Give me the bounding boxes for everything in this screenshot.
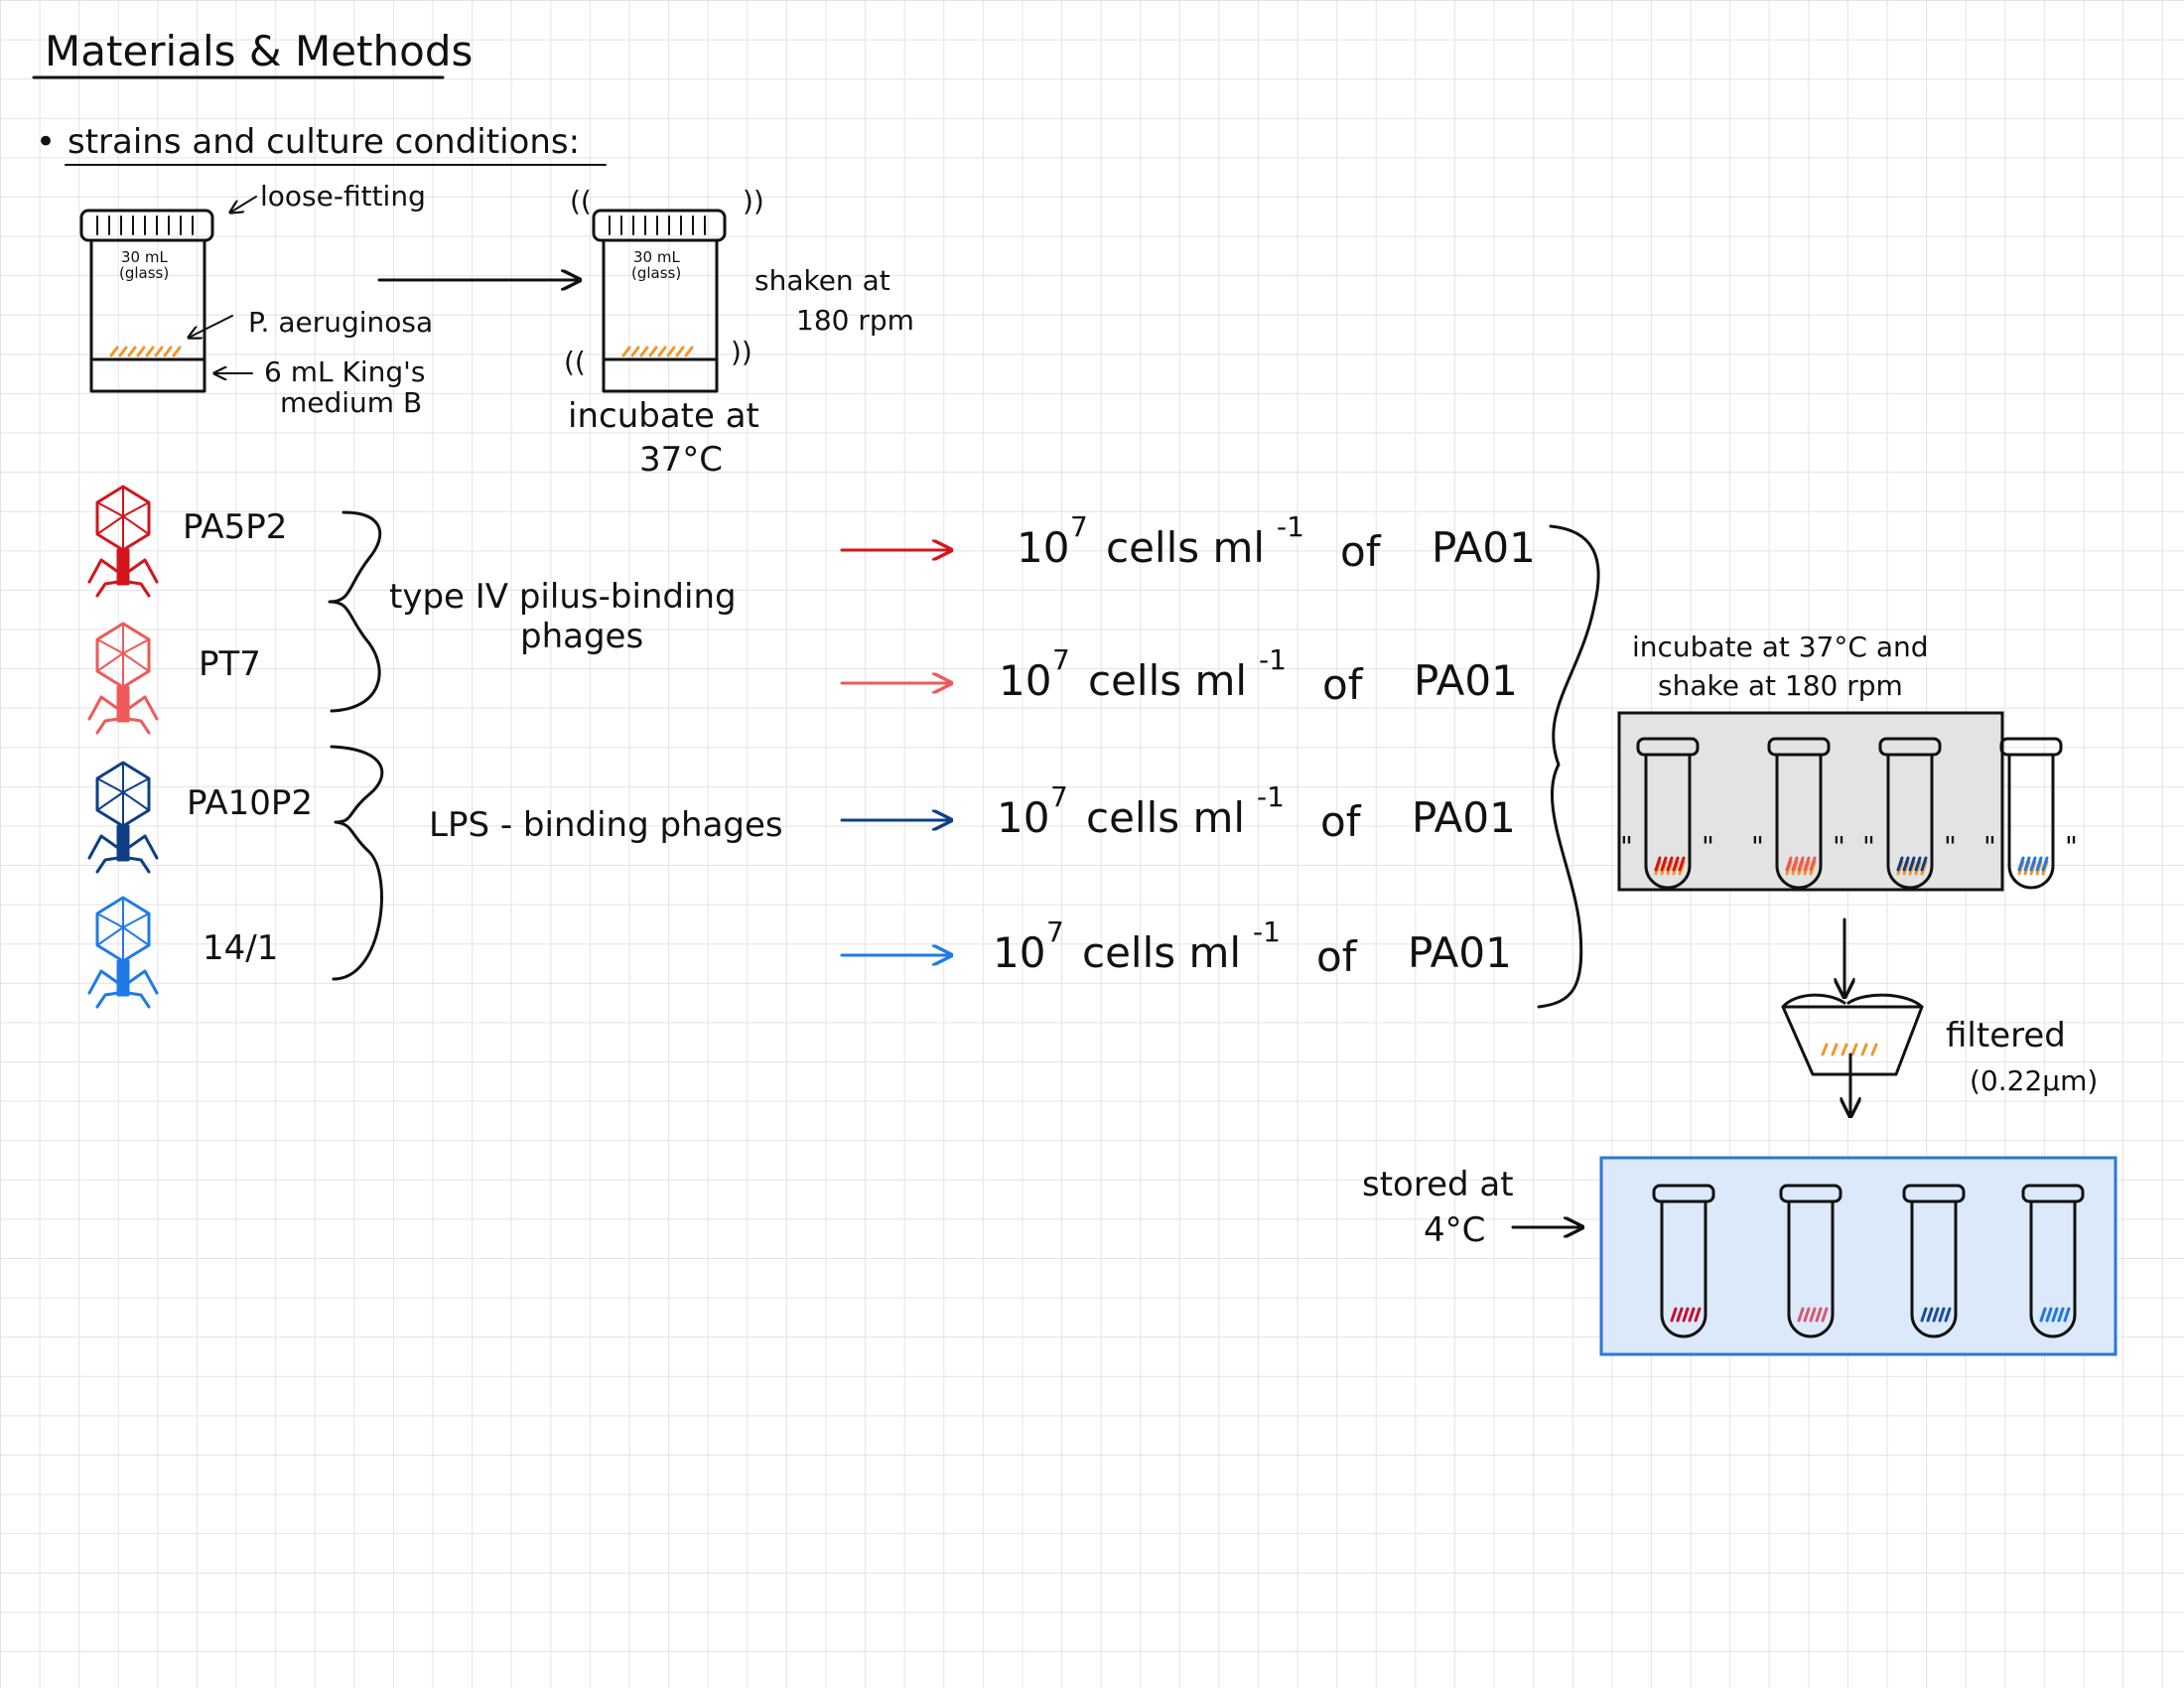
- phage-1: PA5P2: [87, 485, 287, 598]
- strain-label: PA01: [1408, 928, 1512, 977]
- shake-mark-top-left: ((: [570, 185, 592, 217]
- incubate-shake-label-2: shake at 180 rpm: [1658, 669, 1903, 702]
- shake-mark-top-right: )): [743, 185, 764, 217]
- combine-brace: [1537, 524, 1600, 1009]
- shaking-tube-row: " " " " " " " ": [1620, 737, 2078, 890]
- concentration-base: 10: [999, 656, 1051, 705]
- phage-name: 14/1: [203, 928, 278, 968]
- phage-4: 14/1: [87, 896, 278, 1009]
- bacteriophage-icon: [87, 761, 159, 874]
- bacteria-marks: [109, 346, 182, 357]
- unit-exponent: -1: [1259, 643, 1287, 676]
- stored-label-2: 4°C: [1424, 1210, 1485, 1250]
- test-tube: [1636, 737, 1700, 890]
- shake-mark-bottom-right: )): [731, 336, 752, 368]
- lps-group-label: LPS - binding phages: [429, 805, 783, 845]
- ditto-mark: ": [1702, 830, 1714, 863]
- phage-name: PA5P2: [183, 507, 287, 547]
- phage-2: PT7: [87, 622, 261, 735]
- strain-label: PA01: [1414, 656, 1518, 705]
- of-label: of: [1340, 527, 1382, 576]
- culture-vial-2: 30 mL (glass): [592, 209, 727, 393]
- storage-box: [1599, 1156, 2117, 1356]
- unit-exponent: -1: [1277, 510, 1304, 543]
- cells-unit: cells ml: [1086, 793, 1245, 842]
- page-title: Materials & Methods: [45, 27, 473, 75]
- test-tube: [1999, 737, 2063, 890]
- ditto-mark: ": [2065, 830, 2078, 863]
- test-tube: [1878, 737, 1942, 890]
- vial-2-material: (glass): [631, 264, 681, 282]
- of-label: of: [1320, 797, 1362, 846]
- cells-unit: cells ml: [1088, 656, 1247, 705]
- pilus-group-label-2: phages: [520, 617, 643, 656]
- test-tube: [1902, 1184, 1966, 1338]
- of-label: of: [1322, 660, 1364, 709]
- medium-label-1: 6 mL King's: [264, 355, 425, 388]
- unit-exponent: -1: [1253, 915, 1281, 948]
- pilus-group-label-1: type IV pilus-binding: [389, 577, 737, 617]
- bacteriophage-icon: [87, 485, 159, 598]
- test-tube: [1779, 1184, 1843, 1338]
- vial-1-volume: 30 mL: [121, 248, 168, 266]
- cap-label: loose-fitting: [260, 180, 426, 212]
- ditto-mark: ": [1751, 830, 1764, 863]
- organism-label: P. aeruginosa: [248, 306, 433, 339]
- test-tube: [1652, 1184, 1715, 1338]
- incubate-label-1: incubate at: [568, 396, 759, 436]
- vial-2-volume: 30 mL: [633, 248, 680, 266]
- strain-label: PA01: [1432, 523, 1536, 572]
- phage-3: PA10P2: [87, 761, 313, 874]
- lps-group-brace: [330, 745, 384, 981]
- shaken-label-2: 180 rpm: [796, 304, 914, 337]
- shake-mark-bottom-left: ((: [564, 346, 586, 378]
- filtered-label-2: (0.22µm): [1970, 1064, 2098, 1097]
- bacteriophage-icon: [87, 896, 159, 1009]
- ditto-mark: ": [1620, 830, 1633, 863]
- phage-name: PT7: [199, 644, 261, 684]
- pilus-group-brace: [328, 510, 382, 713]
- test-tube: [2021, 1184, 2085, 1338]
- stored-tube-row: [1652, 1184, 2085, 1338]
- medium-label-2: medium B: [280, 386, 422, 419]
- section-bullet: •: [36, 122, 56, 162]
- incubate-shake-label-1: incubate at 37°C and: [1632, 631, 1929, 663]
- cap-pointer-arrow: [230, 196, 257, 212]
- cells-unit: cells ml: [1082, 928, 1241, 977]
- stored-label-1: stored at: [1362, 1165, 1514, 1204]
- concentration-exponent: 7: [1050, 780, 1068, 813]
- phage-name: PA10P2: [187, 783, 313, 823]
- unit-exponent: -1: [1257, 780, 1285, 813]
- of-label: of: [1316, 932, 1358, 981]
- ditto-mark: ": [1833, 830, 1845, 863]
- strain-label: PA01: [1412, 793, 1516, 842]
- culture-vial-1: 30 mL (glass): [79, 209, 214, 393]
- concentration-exponent: 7: [1052, 643, 1070, 676]
- bacteriophage-icon: [87, 622, 159, 735]
- ditto-mark: ": [1862, 830, 1875, 863]
- section-heading: strains and culture conditions:: [68, 122, 580, 162]
- shaken-label-1: shaken at: [754, 264, 890, 297]
- ditto-mark: ": [1983, 830, 1996, 863]
- cells-unit: cells ml: [1106, 523, 1265, 572]
- filtered-label-1: filtered: [1946, 1016, 2066, 1055]
- concentration-exponent: 7: [1070, 510, 1088, 543]
- filter-funnel: [1781, 993, 1924, 1076]
- vial-1-material: (glass): [119, 264, 169, 282]
- concentration-exponent: 7: [1046, 915, 1064, 948]
- test-tube: [1767, 737, 1831, 890]
- incubate-label-2: 37°C: [639, 440, 723, 480]
- ditto-mark: ": [1944, 830, 1957, 863]
- concentration-base: 10: [997, 793, 1049, 842]
- concentration-base: 10: [993, 928, 1045, 977]
- organism-pointer-arrow: [189, 315, 233, 338]
- concentration-base: 10: [1017, 523, 1069, 572]
